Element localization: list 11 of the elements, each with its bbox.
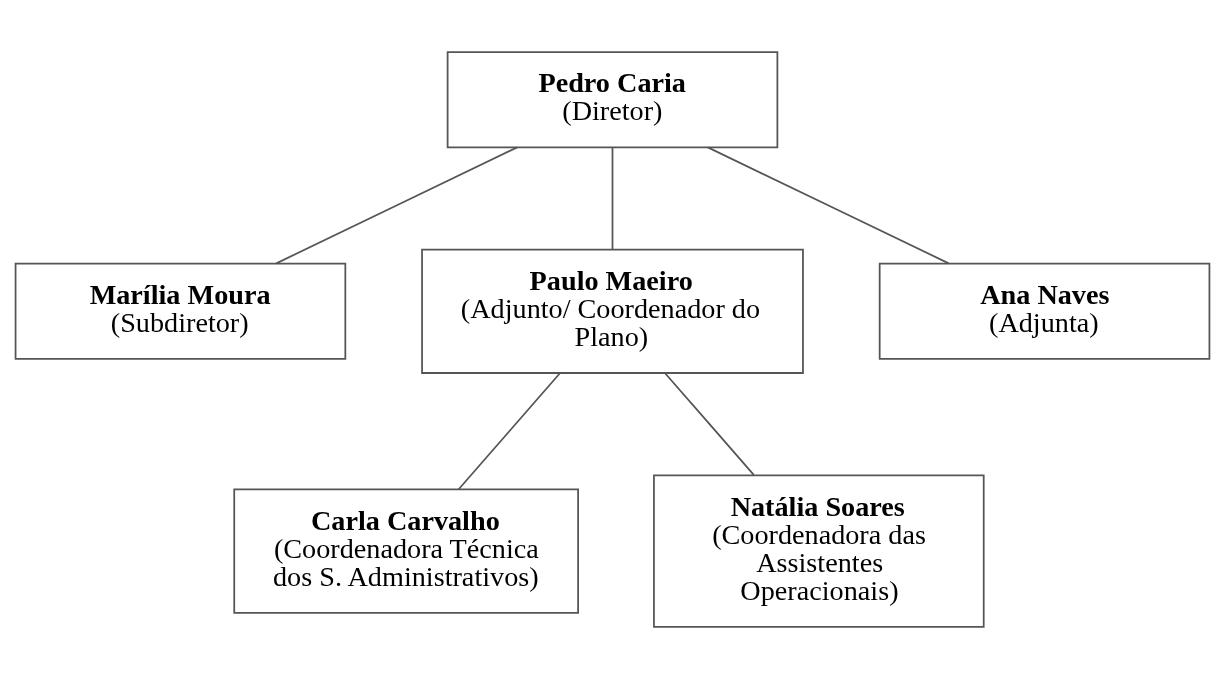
node-box: Ana Naves (Adjunta) bbox=[878, 262, 1211, 360]
connector bbox=[275, 146, 519, 265]
node-box: Carla Carvalho (Coordenadora Técnica dos S. Administrativos) bbox=[233, 488, 579, 614]
node-box: Marília Moura (Subdiretor) bbox=[14, 262, 347, 360]
connector bbox=[664, 372, 755, 476]
node-box: Paulo Maeiro (Adjunto/ Coordenador do Plano) bbox=[421, 248, 804, 374]
connector bbox=[611, 146, 614, 251]
connector bbox=[457, 372, 561, 491]
connector bbox=[706, 146, 950, 265]
node-box: Natália Soares (Coordenadora das Assistentes Operacionais) bbox=[653, 474, 985, 628]
node-box: Pedro Caria (Diretor) bbox=[446, 51, 779, 149]
